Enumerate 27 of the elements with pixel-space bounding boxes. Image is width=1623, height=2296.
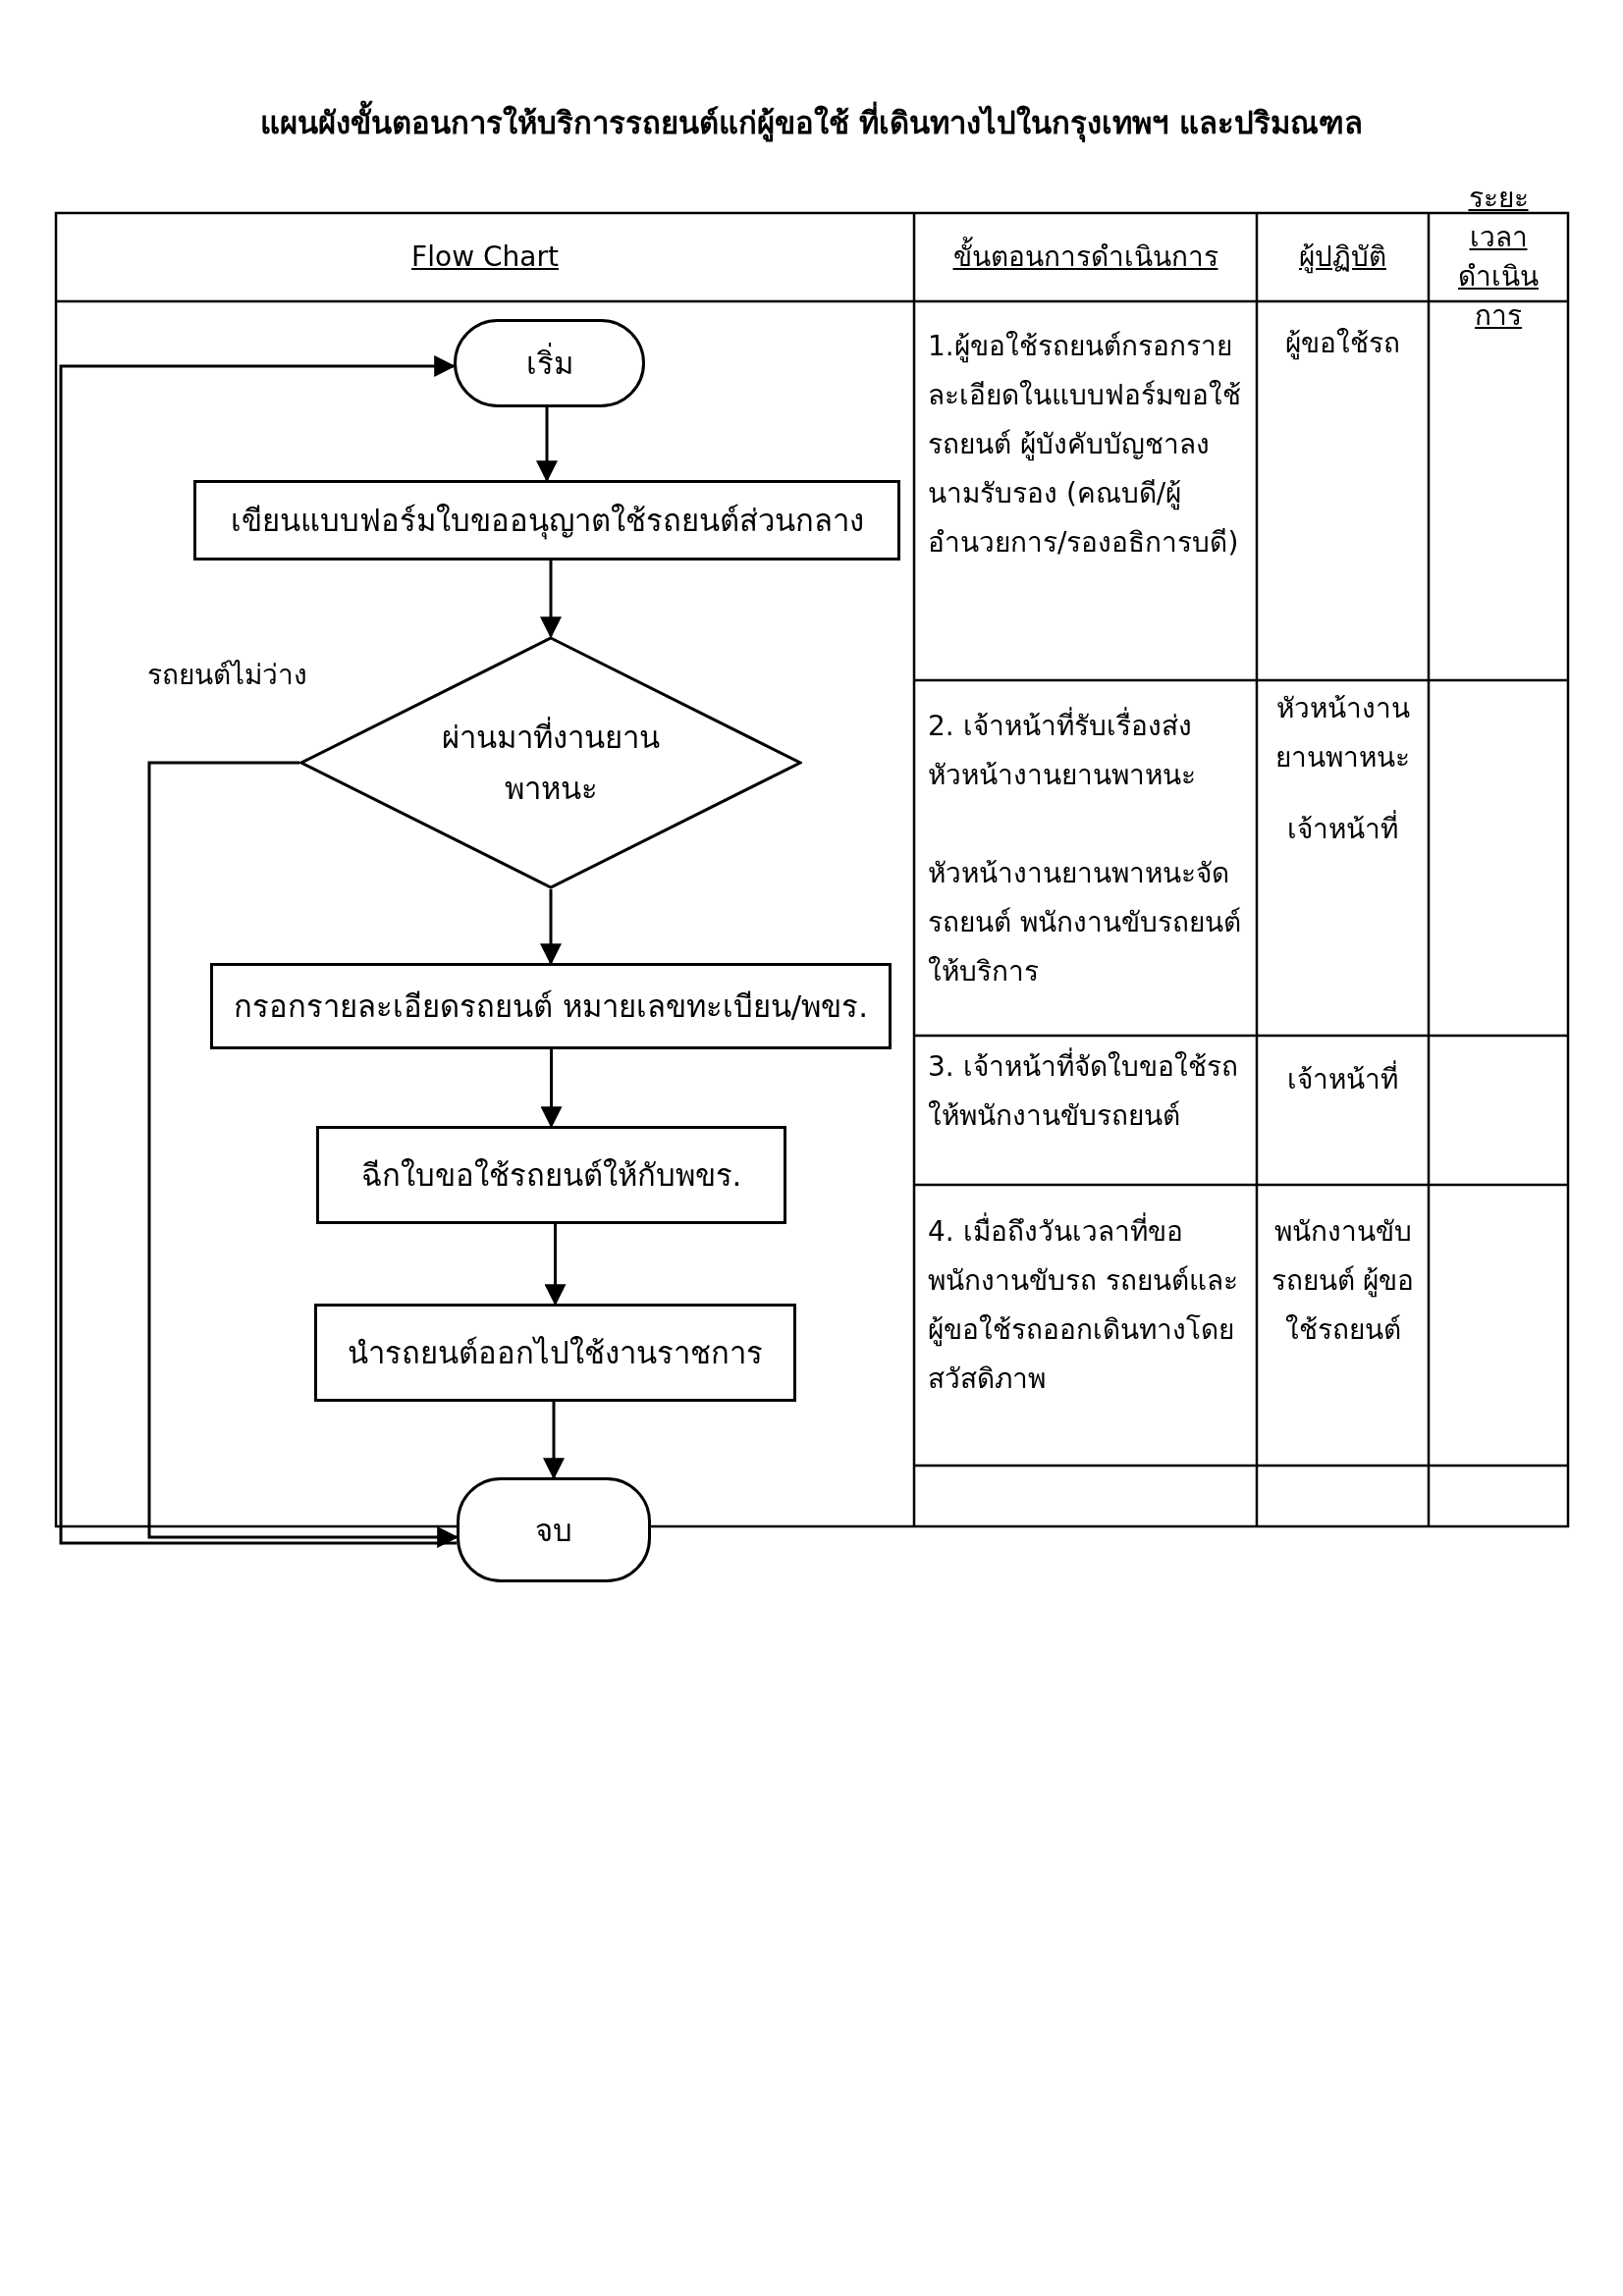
table-cell-text: 3. เจ้าหน้าที่จัดใบขอใช้รถให้พนักงานขับรถยนต์ — [928, 1042, 1252, 1141]
arrow — [59, 355, 457, 1545]
terminal-shape: จบ — [457, 1477, 651, 1582]
column-header: Flow Chart — [410, 240, 560, 275]
process-box: เขียนแบบฟอร์มใบขออนุญาตใช้รถยนต์ส่วนกลาง — [193, 480, 900, 561]
process-box: นำรถยนต์ออกไปใช้งานราชการ — [314, 1304, 796, 1402]
table-cell-text: เจ้าหน้าที่ — [1257, 1055, 1429, 1104]
process-box: กรอกรายละเอียดรถยนต์ หมายเลขทะเบียน/พขร. — [210, 963, 892, 1049]
column-header: ขั้นตอนการดำเนินการ — [941, 238, 1230, 277]
arrow — [544, 1224, 567, 1307]
arrow — [540, 561, 562, 639]
title: แผนผังขั้นตอนการให้บริการรถยนต์แก่ผู้ขอใช้ ที่เดินทางไปในกรุงเทพฯ และปริมณฑล — [0, 98, 1623, 147]
arrow — [540, 1049, 563, 1129]
process-box: ฉีกใบขอใช้รถยนต์ให้กับพขร. — [316, 1126, 786, 1224]
column-header: ระยะเวลาดำเนินการ — [1457, 181, 1540, 334]
terminal-shape: เริ่ม — [454, 319, 645, 407]
table-cell-text: ผู้ขอใช้รถ — [1284, 326, 1401, 362]
table-cell-text: 1.ผู้ขอใช้รถยนต์กรอกรายละเอียดในแบบฟอร์มขอใช้รถยนต์ ผู้บังคับบัญชาลงนามรับรอง (คณบดี/ผู้อำนวยการ/รองอธิการบดี) — [928, 329, 1242, 561]
table-cell-text: หัวหน้างานยานพาหนะจัดรถยนต์ พนักงานขับรถยนต์ให้บริการ — [928, 856, 1242, 989]
column-header: ผู้ปฏิบัติ — [1298, 240, 1387, 276]
arrow — [536, 407, 558, 483]
table-cell-text: เจ้าหน้าที่ — [1257, 805, 1429, 854]
table-cell-text: 2. เจ้าหน้าที่รับเรื่องส่งหัวหน้างานยานพาหนะ — [928, 702, 1252, 800]
arrow — [540, 889, 562, 966]
table-cell-text: 4. เมื่อถึงวันเวลาที่ขอพนักงานขับรถ รถยนต์และผู้ขอใช้รถออกเดินทางโดยสวัสดิภาพ — [928, 1207, 1252, 1404]
table-cell-text: หัวหน้างานยานพาหนะ — [1274, 691, 1411, 775]
table-cell-text: พนักงานขับรถยนต์ ผู้ขอใช้รถยนต์ — [1270, 1214, 1416, 1348]
